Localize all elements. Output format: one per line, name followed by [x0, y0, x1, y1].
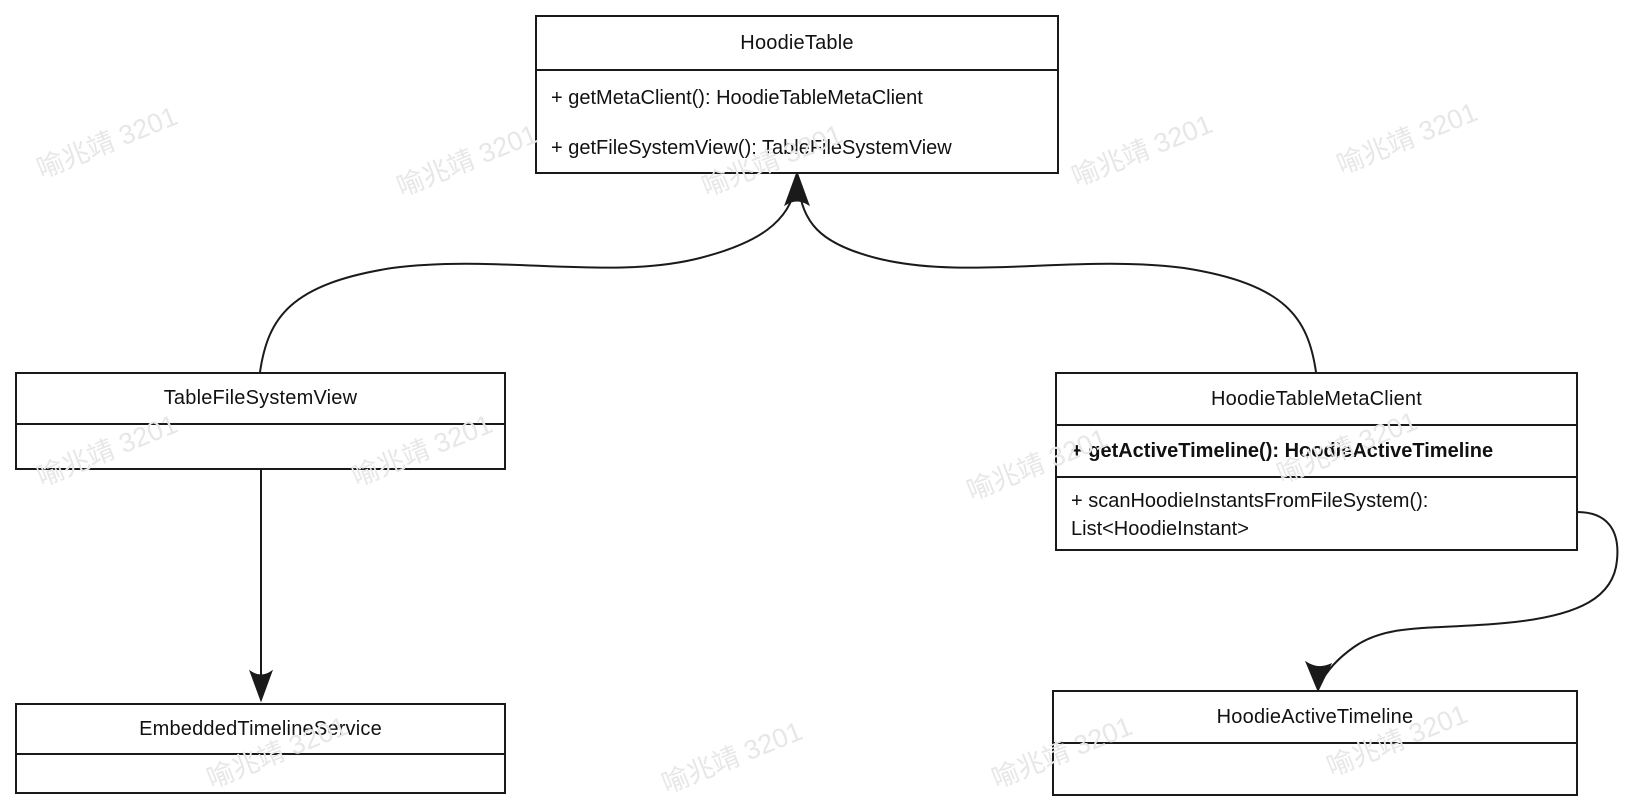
- arrowhead-down-embeddedtimelineservice: [248, 669, 274, 703]
- method-getactivetimeline: + getActiveTimeline(): HoodieActiveTimel…: [1071, 439, 1494, 462]
- arrowhead-down-hoodieactivetimeline: [1304, 660, 1333, 693]
- class-box-hoodietablemetaclient: HoodieTableMetaClient + getActiveTimelin…: [1055, 372, 1578, 551]
- arrowhead-up-hoodietable: [784, 170, 810, 207]
- class-title-hoodietablemetaclient: HoodieTableMetaClient: [1211, 387, 1422, 410]
- method-scanhoodieinstantsfromfilesystem: + scanHoodieInstantsFromFileSystem(): Li…: [1071, 490, 1429, 540]
- class-title-hoodietable: HoodieTable: [740, 31, 854, 54]
- class-title-hoodieactivetimeline: HoodieActiveTimeline: [1216, 705, 1414, 728]
- class-box-hoodietable: HoodieTable + getMetaClient(): HoodieTab…: [535, 15, 1059, 174]
- class-title-embeddedtimelineservice: EmbeddedTimelineService: [139, 717, 382, 740]
- arrow-hoodietablemetaclient-to-hoodietable: [797, 183, 1317, 373]
- class-title-tablefilesystemview: TableFileSystemView: [163, 387, 358, 409]
- arrow-hoodietablemetaclient-to-hoodieactivetimeline: [1319, 511, 1619, 685]
- class-box-embeddedtimelineservice: EmbeddedTimelineService: [15, 703, 506, 794]
- class-box-tablefilesystemview: TableFileSystemView: [15, 372, 506, 470]
- arrow-tablefilesystemview-to-hoodietable: [259, 183, 797, 373]
- class-methods-hoodietable: + getMetaClient(): HoodieTableMetaClient…: [537, 69, 1057, 172]
- class-box-hoodieactivetimeline: HoodieActiveTimeline: [1052, 690, 1578, 796]
- class-empty-section-tablefilesystemview: [17, 423, 504, 468]
- method-getfilesystemview: + getFileSystemView(): TableFileSystemVi…: [551, 136, 952, 159]
- method-getmetaclient: + getMetaClient(): HoodieTableMetaClient: [551, 86, 923, 109]
- class-empty-section-hoodieactivetimeline: [1054, 742, 1576, 794]
- method-section-scanhoodieinstants: + scanHoodieInstantsFromFileSystem(): Li…: [1057, 476, 1576, 549]
- class-empty-section-embeddedtimelineservice: [17, 753, 504, 792]
- method-section-getactivetimeline: + getActiveTimeline(): HoodieActiveTimel…: [1057, 424, 1576, 476]
